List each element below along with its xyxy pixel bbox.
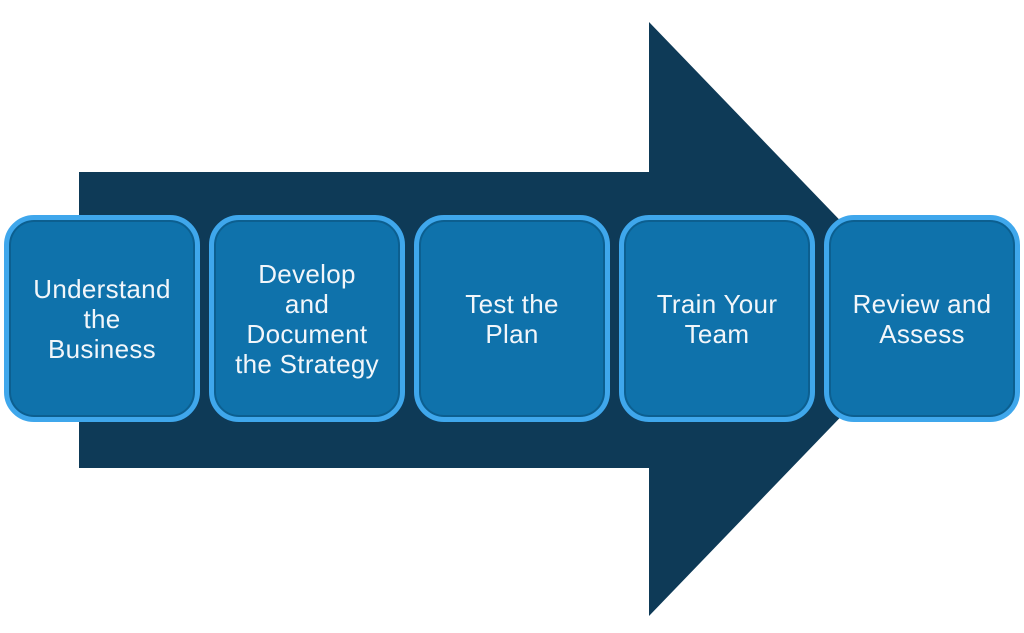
step-develop-and-document-the-strategy: Develop and Document the Strategy: [209, 215, 405, 422]
step-understand-the-business: Understand the Business: [4, 215, 200, 422]
step-label: Understand the Business: [33, 273, 171, 364]
step-label: Train Your Team: [656, 288, 778, 349]
step-label: Test the Plan: [465, 288, 559, 349]
step-label: Develop and Document the Strategy: [235, 258, 379, 379]
step-review-and-assess: Review and Assess: [824, 215, 1020, 422]
step-label: Review and Assess: [852, 288, 992, 349]
step-test-the-plan: Test the Plan: [414, 215, 610, 422]
step-train-your-team: Train Your Team: [619, 215, 815, 422]
